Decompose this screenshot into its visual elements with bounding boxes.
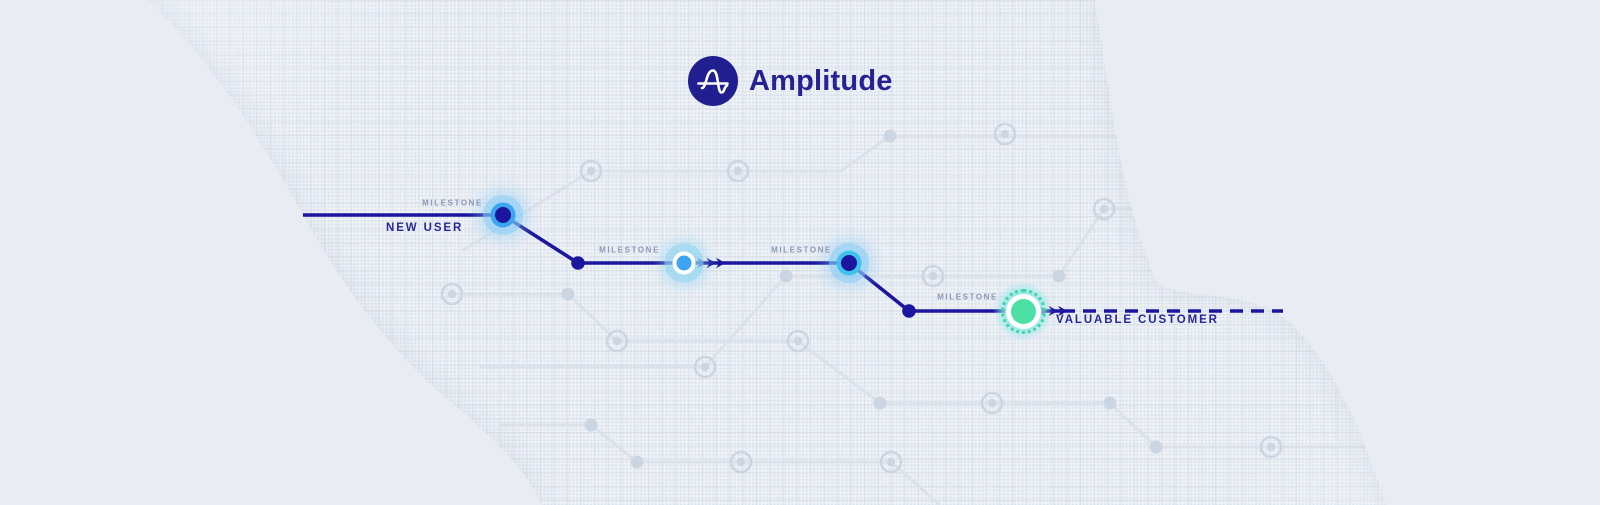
brand-name: Amplitude xyxy=(749,65,893,97)
arrow-chevrons-icon xyxy=(697,257,726,269)
milestone-label-4: MILESTONE xyxy=(937,292,998,302)
amplitude-logo-icon xyxy=(688,56,738,106)
white-ring xyxy=(1005,293,1041,329)
amplitude-logo: Amplitude xyxy=(688,56,893,106)
circuit-ring-nodes xyxy=(440,122,1283,474)
milestone-node-valuable-customer xyxy=(993,281,1053,341)
milestone-label-3: MILESTONE xyxy=(771,245,832,255)
path-joint-dot xyxy=(571,256,585,270)
milestone-label-2: MILESTONE xyxy=(599,245,660,255)
milestone-node-new-user xyxy=(495,207,511,223)
milestone-node-3 xyxy=(841,255,857,271)
valuable-customer-title: VALUABLE CUSTOMER xyxy=(1056,314,1219,326)
green-core-dot xyxy=(1010,298,1036,324)
milestone-label-1: MILESTONE xyxy=(422,198,483,208)
circuit-dot-nodes xyxy=(561,129,1163,469)
dotted-halo-ring xyxy=(1000,288,1046,334)
path-joint-dot xyxy=(902,304,916,318)
milestone-node-2 xyxy=(676,255,692,271)
new-user-title: NEW USER xyxy=(386,222,464,234)
